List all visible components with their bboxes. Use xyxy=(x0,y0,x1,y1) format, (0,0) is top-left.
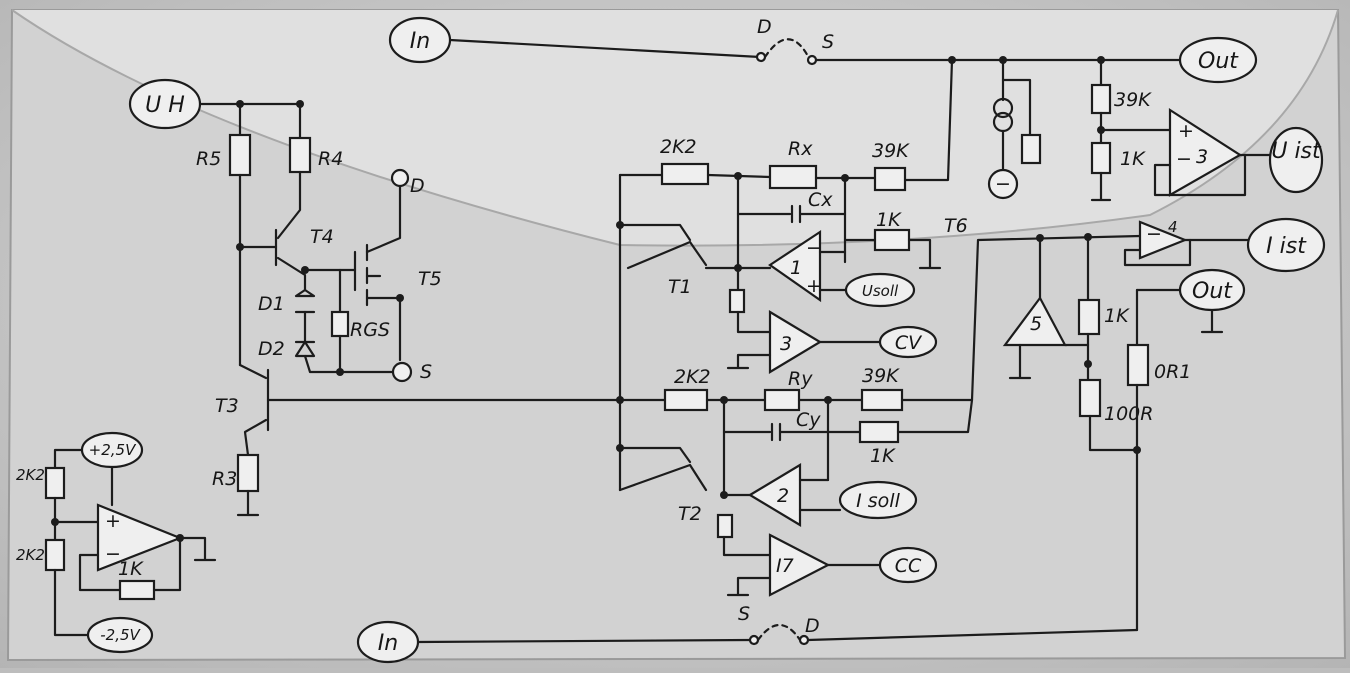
opamp-1-number: 1 xyxy=(790,257,802,279)
label-r1k-c: 1K xyxy=(1120,148,1146,170)
label-39k-a: 39K xyxy=(872,140,910,162)
label-uh: U H xyxy=(145,93,185,118)
label-2k2-a: 2K2 xyxy=(660,136,697,158)
source-minus-label: − xyxy=(995,173,1011,195)
terminal-cv xyxy=(878,325,938,359)
label-in-top: In xyxy=(410,29,430,54)
label-cy: Cy xyxy=(796,409,821,431)
label-2k2-b: 2K2 xyxy=(674,366,711,388)
opamp-cv xyxy=(768,310,823,374)
opamp-1-plus: + xyxy=(806,275,822,297)
label-i-ist: I ist xyxy=(1266,234,1307,259)
label-t4: T4 xyxy=(310,226,334,248)
label-u-ist: U ist xyxy=(1271,139,1322,164)
opamp-1-minus: − xyxy=(806,237,822,259)
label-r3: R3 xyxy=(212,468,237,490)
terminal-u-soll xyxy=(844,272,916,308)
label-d2: D2 xyxy=(258,338,285,360)
label-2k2-c: 2K2 xyxy=(16,466,45,484)
label-t1: T1 xyxy=(668,276,692,298)
opamp-2-number: 2 xyxy=(777,485,789,507)
terminal-out-top xyxy=(1178,36,1258,84)
label-cc: CC xyxy=(895,555,922,577)
opamp-1-u-soll xyxy=(768,229,822,303)
reference-circuit: +2,5V 2K2 2K2 -2,5V + − 1K xyxy=(16,431,217,654)
opamp-5-number: 5 xyxy=(1030,313,1042,335)
terminal-cc xyxy=(878,546,938,584)
driver-section: U H R5 R4 T4 D1 D2 RGS D xyxy=(128,78,442,383)
label-r4: R4 xyxy=(318,148,343,170)
label-ry: Ry xyxy=(788,368,813,390)
label-switch-bottom-s: S xyxy=(738,603,750,625)
voltage-loop: 2K2 Rx 39K Cx 1K T6 T1 − 1 + Usoll 3 xyxy=(618,136,968,374)
terminal-i-ist xyxy=(1246,217,1326,273)
label-cv: CV xyxy=(895,332,923,354)
label-39k-b: 39K xyxy=(862,365,900,387)
opamp-ref-minus: − xyxy=(105,543,121,565)
terminal-minus25 xyxy=(86,616,154,654)
label-plus25: +2,5V xyxy=(89,441,137,459)
label-t6: T6 xyxy=(944,215,968,237)
label-1k-e: 1K xyxy=(118,558,144,580)
label-1k-d: 1K xyxy=(1104,305,1130,327)
opamp-4-number: 4 xyxy=(1168,218,1178,236)
label-t2: T2 xyxy=(678,503,702,525)
opamp-reference xyxy=(96,503,183,572)
label-0r1: 0R1 xyxy=(1154,361,1191,383)
label-cx: Cx xyxy=(808,189,833,211)
label-rgs: RGS xyxy=(350,319,390,341)
label-switch-top-s: S xyxy=(822,31,834,53)
label-t3: T3 xyxy=(215,395,239,417)
label-u-soll: Usoll xyxy=(862,282,899,300)
i-ist-section: 5 1K 100R 0R1 Out − 4 I ist xyxy=(970,217,1326,632)
label-out-mid: Out xyxy=(1192,279,1233,304)
opamp-cc-number: I7 xyxy=(776,555,794,577)
opamp-ref-plus: + xyxy=(105,510,121,532)
label-mos-d: D xyxy=(410,175,425,197)
current-loop: 2K2 Ry 39K Cy 1K T2 2 I soll I7 CC xyxy=(618,365,974,597)
opamp-3-plus: + xyxy=(1178,120,1194,142)
opamp-5 xyxy=(1002,295,1067,347)
opamp-4 xyxy=(1138,220,1188,260)
opamp-4-minus: − xyxy=(1146,223,1162,245)
label-switch-top-d: D xyxy=(757,16,772,38)
label-in-bottom: In xyxy=(378,631,398,656)
bottom-rail: In S D xyxy=(356,603,1139,664)
label-minus25: -2,5V xyxy=(100,626,141,644)
label-i-soll: I soll xyxy=(856,490,900,512)
label-r5: R5 xyxy=(196,148,221,170)
label-rx: Rx xyxy=(788,138,813,160)
label-2k2-d: 2K2 xyxy=(16,546,45,564)
terminal-i-soll xyxy=(838,480,918,520)
label-switch-bottom-d: D xyxy=(805,615,820,637)
current-source: − xyxy=(987,58,1042,200)
label-out-top: Out xyxy=(1198,49,1239,74)
label-t5: T5 xyxy=(418,268,442,290)
u-ist-section: 39K 1K + − 3 U ist xyxy=(1090,58,1324,202)
opamp-3-minus: − xyxy=(1176,148,1192,170)
label-mos-s: S xyxy=(420,361,432,383)
opamp-2-i-soll xyxy=(747,463,802,527)
opamp-cv-number: 3 xyxy=(780,333,792,355)
terminal-u-ist xyxy=(1268,126,1324,194)
top-rail: In D S Out xyxy=(388,16,1258,182)
opamp-3-u-ist xyxy=(1168,107,1243,197)
label-1k-a: 1K xyxy=(876,209,902,231)
opamp-3-number: 3 xyxy=(1196,146,1208,168)
label-100r: 100R xyxy=(1104,403,1153,425)
label-d1: D1 xyxy=(258,293,285,315)
label-1k-b: 1K xyxy=(870,445,896,467)
opamp-cc xyxy=(768,533,831,597)
t3-section: T3 R3 xyxy=(212,363,622,517)
label-r39k-c: 39K xyxy=(1114,89,1152,111)
